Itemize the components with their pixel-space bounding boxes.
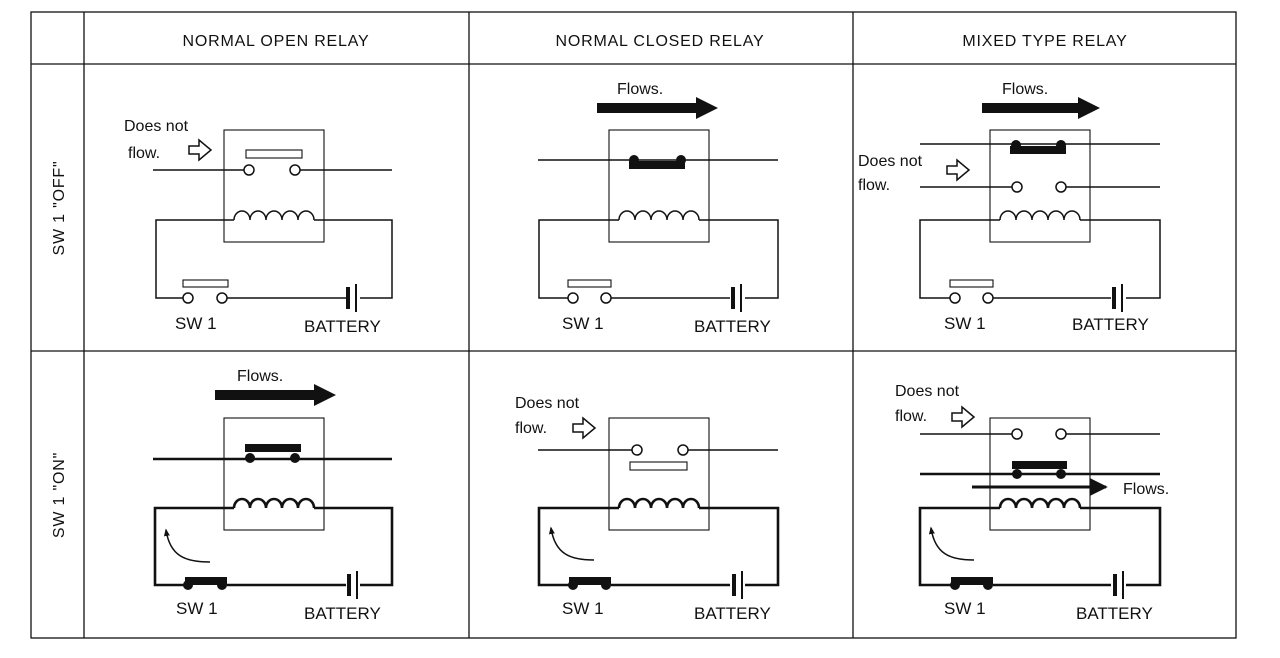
- sw1-label: SW 1: [562, 314, 604, 333]
- solid-arrow-icon: [597, 97, 718, 119]
- flow-label: flow.: [895, 408, 927, 425]
- sw1-label: SW 1: [944, 599, 986, 618]
- cell-normal-open-off: Does not flow. SW 1 BATTERY: [124, 118, 393, 336]
- cell-normal-closed-on: Does not flow. SW 1 BATTERY: [515, 395, 780, 623]
- solid-arrow-icon: [215, 384, 336, 406]
- column-header-mixed: MIXED TYPE RELAY: [962, 33, 1127, 50]
- sw1-label: SW 1: [175, 314, 217, 333]
- row-header-sw1-on: SW 1 "ON": [51, 452, 68, 538]
- hollow-arrow-icon: [572, 416, 597, 440]
- sw1-label: SW 1: [562, 599, 604, 618]
- flows-label: Flows.: [617, 81, 663, 98]
- battery-label: BATTERY: [1072, 315, 1149, 334]
- sw1-label: SW 1: [176, 599, 218, 618]
- does-not-label: Does not: [124, 118, 189, 135]
- flow-label: flow.: [858, 177, 890, 194]
- flows-label: Flows.: [1002, 81, 1048, 98]
- battery-label: BATTERY: [1076, 604, 1153, 623]
- battery-label: BATTERY: [304, 317, 381, 336]
- hollow-arrow-icon: [188, 138, 213, 162]
- cell-mixed-off: Flows. Does not flow. SW 1 BATTERY: [858, 81, 1161, 334]
- does-not-label: Does not: [895, 383, 960, 400]
- flow-label: flow.: [128, 145, 160, 162]
- sw1-label: SW 1: [944, 314, 986, 333]
- flows-label: Flows.: [237, 368, 283, 385]
- column-header-normal-open: NORMAL OPEN RELAY: [183, 33, 370, 50]
- battery-label: BATTERY: [304, 604, 381, 623]
- battery-label: BATTERY: [694, 317, 771, 336]
- flow-label: flow.: [515, 420, 547, 437]
- row-header-sw1-off: SW 1 "OFF": [51, 161, 68, 256]
- solid-arrow-icon: [982, 97, 1100, 119]
- table-grid: [30, 11, 1237, 639]
- cell-mixed-on: Does not flow. Flows. SW 1 BATTERY: [895, 383, 1169, 623]
- does-not-label: Does not: [858, 153, 923, 170]
- flows-label: Flows.: [1123, 481, 1169, 498]
- cell-normal-open-on: Flows. SW 1 BATTERY: [153, 368, 394, 623]
- cell-normal-closed-off: Flows. SW 1 BATTERY: [538, 81, 779, 336]
- hollow-arrow-icon: [951, 405, 976, 429]
- battery-label: BATTERY: [694, 604, 771, 623]
- does-not-label: Does not: [515, 395, 580, 412]
- column-header-normal-closed: NORMAL CLOSED RELAY: [555, 33, 764, 50]
- hollow-arrow-icon: [946, 158, 971, 182]
